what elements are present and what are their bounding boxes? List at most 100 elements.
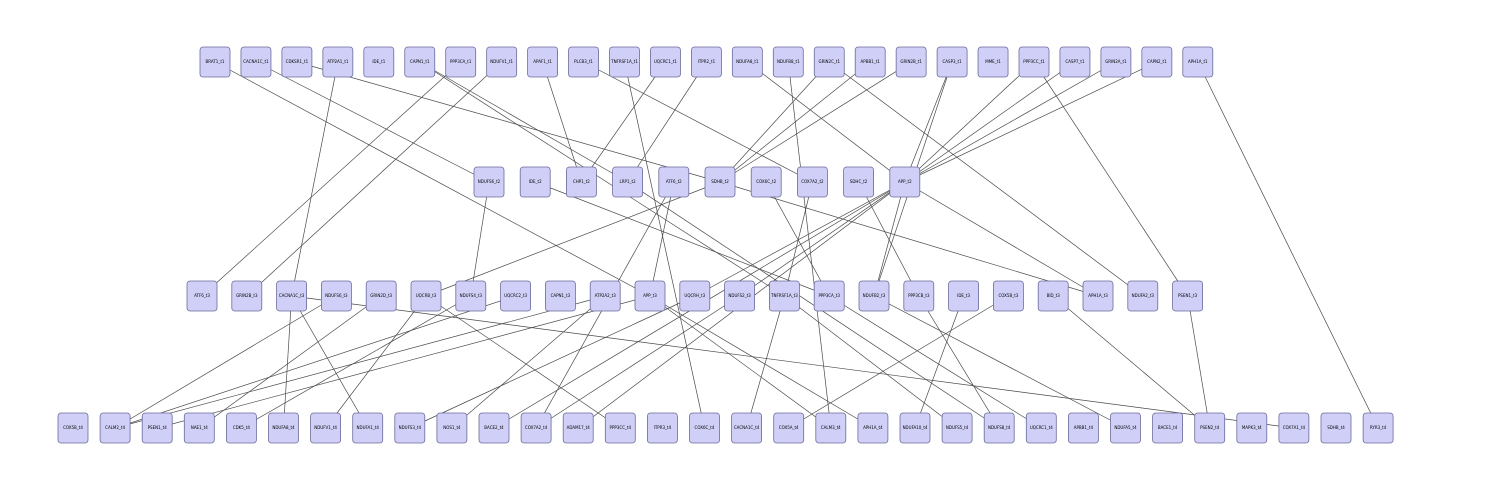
- graph-node: APP_t3: [634, 280, 666, 312]
- graph-node: CASP3_t1: [936, 46, 968, 78]
- node-label: RYR3_t4: [1370, 425, 1387, 430]
- node-label: APP_t3: [643, 293, 657, 298]
- node-label: SDHB_t2: [711, 179, 729, 184]
- node-label: PSEN1_t4: [148, 425, 168, 430]
- node-box: [231, 280, 263, 312]
- node-label: CDKSR1_t1: [286, 59, 309, 64]
- graph-node: CACNA1C_t1: [240, 46, 272, 78]
- node-label: COX7A1_t4: [1283, 425, 1306, 430]
- node-label: UQCRC2_t3: [504, 293, 527, 298]
- node-box: [455, 280, 487, 312]
- node-label: NDUFV1_t4: [314, 425, 337, 430]
- graph-node: GRIN2C_t1: [813, 46, 845, 78]
- graph-edge: [283, 295, 292, 429]
- node-label: CAPN1_t3: [551, 293, 571, 298]
- node-box: [1141, 46, 1173, 78]
- graph-edge: [694, 181, 905, 297]
- node-box: [545, 280, 576, 312]
- node-box: [679, 280, 711, 312]
- graph-node: CALM2_t4: [99, 412, 131, 444]
- graph-node: PPP3CC_t4: [604, 412, 636, 444]
- graph-node: SDHC_t2: [843, 166, 874, 198]
- node-box: [993, 280, 1024, 312]
- graph-node: ITPR2_t1: [691, 46, 722, 78]
- graph-edge: [451, 295, 606, 429]
- graph-edge: [255, 61, 490, 183]
- node-box: [612, 166, 643, 198]
- node-box: [895, 46, 927, 78]
- node-label: CALM2_t4: [105, 425, 125, 430]
- node-label: CAPN1_t1: [410, 59, 430, 64]
- node-label: APH1A_t1: [1188, 59, 1208, 64]
- node-box: [1194, 412, 1226, 444]
- graph-node: COX5B_t3: [993, 280, 1024, 312]
- node-box: [731, 46, 763, 78]
- graph-node: COX6C_t4: [689, 412, 720, 444]
- graph-node: APBB1_t4: [1068, 412, 1099, 444]
- graph-edge: [325, 295, 427, 429]
- node-box: [1018, 46, 1050, 78]
- graph-edge: [904, 181, 1099, 297]
- graph-edge: [291, 295, 1294, 429]
- node-label: LRP1_t2: [620, 179, 637, 184]
- graph-node: ATP2A1_t1: [322, 46, 354, 78]
- node-label: IDE_t2: [529, 179, 542, 184]
- graph-edge: [858, 181, 920, 297]
- graph-edge: [157, 295, 651, 429]
- node-box: [797, 166, 828, 198]
- node-label: NDUFS8_t4: [988, 425, 1011, 430]
- node-label: NDUFA10_t4: [903, 425, 928, 430]
- node-label: GRIN2B_t1: [900, 59, 922, 64]
- graph-edge: [719, 61, 830, 183]
- node-label: ADAM17_t4: [567, 425, 591, 430]
- node-box: [650, 46, 681, 78]
- node-label: NDUFS4_t3: [460, 293, 483, 298]
- graph-node: COX5B_t4: [57, 412, 89, 444]
- node-box: [903, 280, 935, 312]
- graph-edge: [542, 61, 582, 183]
- graph-edge: [419, 61, 628, 183]
- node-box: [1172, 280, 1203, 312]
- node-label: CACNA1C_t3: [279, 293, 305, 298]
- node-label: ATP2A2_t3: [595, 293, 617, 298]
- node-box: [773, 412, 805, 444]
- graph-edge: [291, 61, 339, 297]
- node-label: COX5B_t4: [63, 425, 83, 430]
- graph-node: ATP2A2_t3: [589, 280, 621, 312]
- graph-node: COX7A1_t4: [1278, 412, 1310, 444]
- graph-edge: [296, 61, 721, 183]
- graph-edge: [873, 295, 1126, 429]
- node-box: [225, 412, 257, 444]
- graph-node: NDUFA10_t4: [899, 412, 931, 444]
- node-label: APH1A_t4: [863, 425, 883, 430]
- graph-edge: [114, 295, 337, 429]
- node-box: [1110, 412, 1141, 444]
- node-label: PPP3CA_t3: [818, 293, 840, 298]
- node-box: [404, 46, 436, 78]
- node-box: [731, 412, 762, 444]
- graph-node: NDUFS4_t3: [455, 280, 487, 312]
- node-box: [1068, 412, 1099, 444]
- node-label: NOS1_t4: [443, 425, 461, 430]
- graph-edge: [873, 181, 906, 297]
- graph-edge: [904, 61, 1158, 183]
- graph-node: NDUFB2_t3: [858, 280, 890, 312]
- node-label: APP_t2: [898, 179, 912, 184]
- node-box: [983, 412, 1015, 444]
- graph-edge: [746, 295, 785, 429]
- graph-node: NDUFA8_t1: [731, 46, 763, 78]
- graph-edge: [649, 181, 675, 297]
- node-box: [365, 280, 397, 312]
- graph-node: UQCRC1_t1: [650, 46, 681, 78]
- node-box: [436, 412, 468, 444]
- node-label: CASP7_t1: [1065, 59, 1085, 64]
- node-label: SDHB_t4: [1327, 425, 1345, 430]
- graph-node: CDK5_t4: [225, 412, 257, 444]
- node-label: CAPN2_t1: [1147, 59, 1167, 64]
- graph-edge: [214, 61, 651, 297]
- graph-edge: [1052, 295, 1210, 429]
- node-box: [568, 46, 599, 78]
- node-label: TNFRSF1A_t3: [770, 293, 798, 298]
- graph-node: NDUFA8_t4: [268, 412, 299, 444]
